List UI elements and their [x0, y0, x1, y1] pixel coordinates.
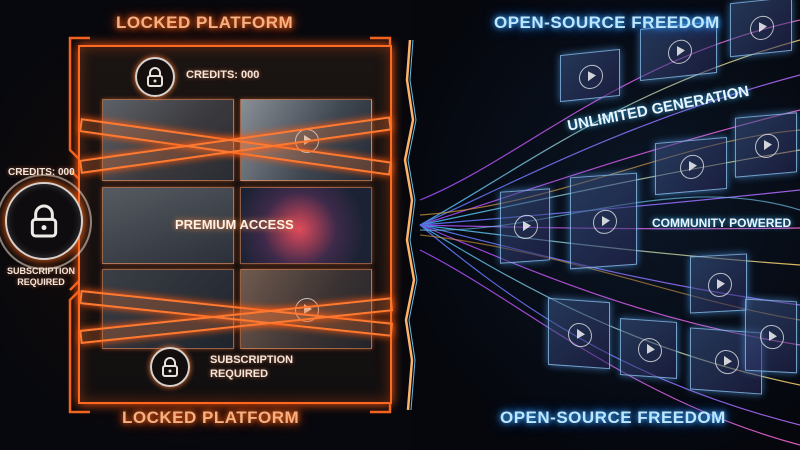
video-card[interactable] [730, 0, 792, 58]
play-icon [680, 153, 704, 180]
side-credits-label: CREDITS: 000 [8, 167, 75, 178]
play-icon [592, 209, 617, 235]
play-icon [667, 38, 692, 66]
video-card[interactable] [560, 48, 620, 103]
bottom-subscription-label: SUBSCRIPTION REQUIRED [210, 354, 294, 380]
video-thumbnail[interactable] [240, 99, 372, 181]
video-card[interactable] [500, 188, 550, 264]
play-icon [760, 324, 784, 350]
panel-lock-bottom [150, 347, 190, 387]
video-card[interactable] [620, 318, 677, 379]
video-thumbnail[interactable] [240, 269, 372, 349]
side-lock-badge [5, 182, 83, 260]
side-subscription-label: SUBSCRIPTION REQUIRED [6, 266, 75, 287]
play-icon [514, 214, 538, 240]
video-card[interactable] [655, 136, 727, 196]
play-icon [707, 271, 732, 298]
premium-access-label: PREMIUM ACCESS [175, 217, 294, 232]
panel-lock-top [135, 57, 175, 97]
play-icon [755, 132, 779, 159]
video-thumbnail[interactable] [102, 187, 234, 264]
video-card[interactable] [548, 297, 610, 370]
locked-platform-heading-top: LOCKED PLATFORM [116, 13, 294, 32]
play-icon [568, 321, 592, 348]
play-icon [715, 349, 739, 375]
video-thumbnail[interactable] [102, 99, 234, 181]
video-thumbnail[interactable] [240, 187, 372, 264]
crack-divider [403, 40, 418, 410]
lock-ring [0, 174, 92, 270]
lock-icon [162, 357, 178, 377]
video-card[interactable] [745, 298, 797, 374]
play-icon [637, 336, 662, 363]
open-source-heading-bottom: OPEN-SOURCE FREEDOM [500, 408, 726, 427]
video-card[interactable] [690, 253, 747, 314]
play-icon [295, 129, 319, 153]
community-powered-label: COMMUNITY POWERED [652, 216, 792, 230]
play-icon [295, 298, 319, 322]
locked-content-panel: CREDITS: 000 SUBSCRIPTION REQUIRED [78, 45, 392, 404]
video-card[interactable] [570, 172, 637, 270]
play-icon [579, 63, 603, 90]
open-source-heading-top: OPEN-SOURCE FREEDOM [494, 13, 720, 32]
play-icon [750, 14, 774, 42]
lock-icon [30, 204, 58, 238]
locked-platform-heading-bottom: LOCKED PLATFORM [122, 408, 300, 427]
panel-credits-label: CREDITS: 000 [186, 69, 260, 81]
video-card[interactable] [735, 112, 797, 178]
lock-icon [147, 67, 163, 87]
